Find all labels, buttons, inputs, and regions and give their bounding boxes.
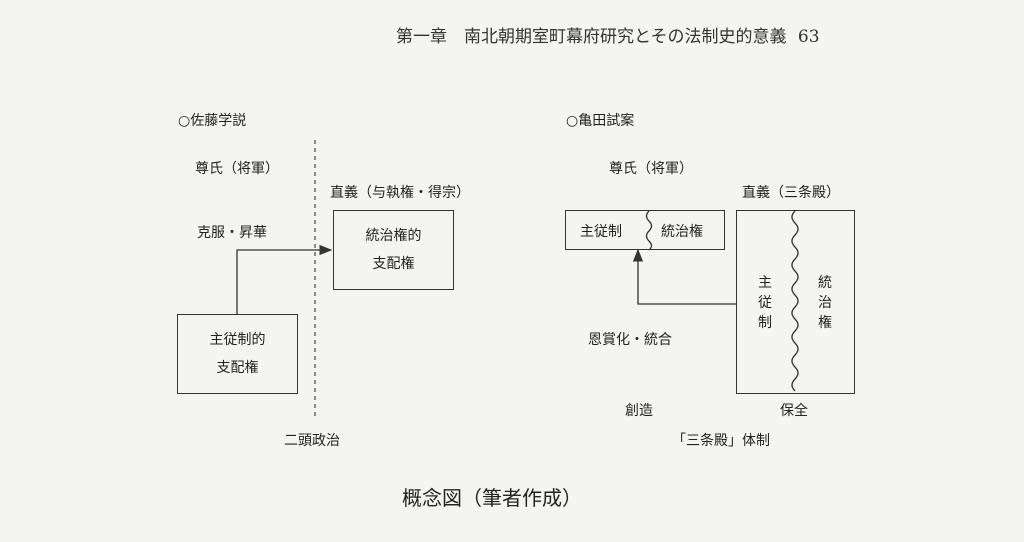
tall-box: 主従制 統治権 [736, 210, 855, 394]
onsho-label: 恩賞化・統合 [588, 332, 672, 348]
tochiken-label: 統治権 [661, 224, 703, 240]
shujyusei-label: 主従制 [580, 224, 622, 240]
vert-tochiken: 統治権 [818, 275, 832, 331]
sanjo-label: 「三条殿」体制 [672, 433, 770, 449]
tochi-box: 統治権的 支配権 [333, 210, 454, 290]
right-tadayoshi-label: 直義（三条殿） [742, 185, 840, 201]
hozen-label: 保全 [780, 403, 808, 419]
shujyu-line2: 支配権 [216, 360, 259, 376]
page-number: 63 [797, 27, 820, 47]
shujyu-line1: 主従制的 [209, 332, 266, 348]
tochi-line2: 支配権 [372, 256, 415, 272]
top-small-box: 主従制 統治権 [565, 210, 725, 250]
right-takauji-label: 尊氏（将軍） [609, 161, 693, 177]
left-tadayoshi-label: 直義（与執権・得宗） [330, 185, 470, 201]
vert-shujyusei: 主従制 [758, 275, 772, 331]
right-arrow [632, 248, 736, 305]
right-section-title: ○亀田試案 [566, 113, 635, 129]
sozo-label: 創造 [625, 403, 653, 419]
wavy-divider-small [645, 210, 653, 251]
left-section-title: ○佐藤学説 [178, 113, 247, 129]
page-title: 第一章 南北朝期室町幕府研究とその法制史的意義 [396, 27, 787, 47]
nitou-label: 二頭政治 [284, 433, 340, 449]
figure-caption: 概念図（筆者作成） [402, 486, 582, 510]
left-takauji-label: 尊氏（将軍） [195, 161, 279, 177]
shujyu-box: 主従制的 支配権 [177, 314, 298, 394]
wavy-divider-tall [791, 210, 799, 392]
left-kokufuku-label: 克服・昇華 [197, 225, 267, 241]
left-arrow [236, 244, 333, 314]
tochi-line1: 統治権的 [365, 228, 422, 244]
